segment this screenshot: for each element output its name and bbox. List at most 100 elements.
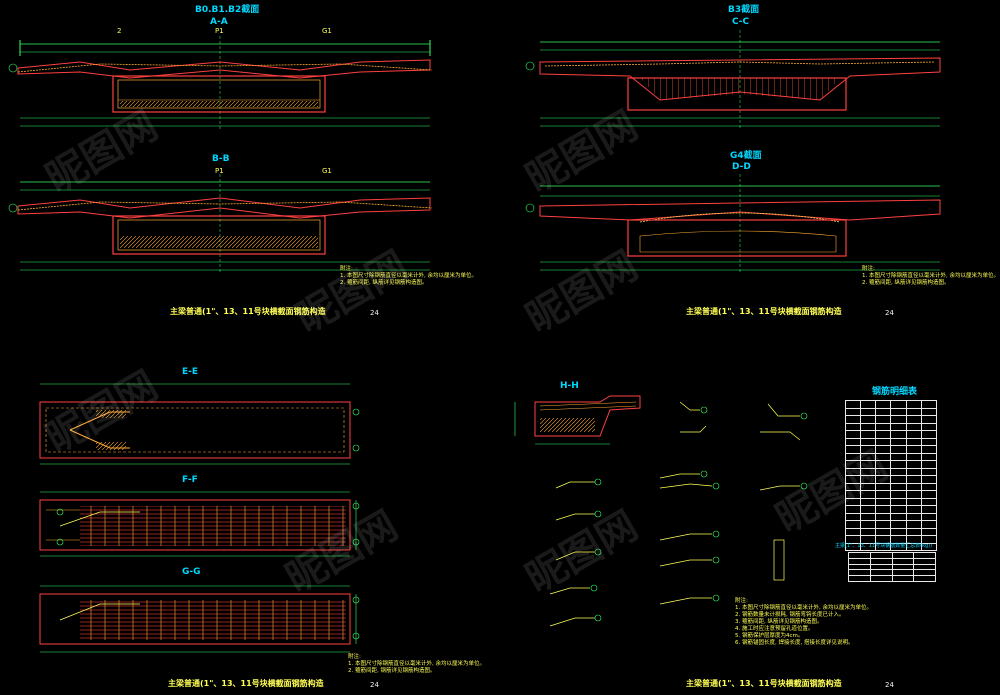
table-cell <box>844 437 862 446</box>
note-line: 2. 钢筋数量未计损耗, 钢筋弯钩长度已计入。 <box>735 612 845 618</box>
table-cell <box>860 505 877 514</box>
table-cell <box>860 475 877 484</box>
notes-bottom-left: 附注: 1. 本图尺寸除钢筋直径以毫米计外, 余均以厘米为单位。 2. 箍筋间距… <box>348 654 485 675</box>
section-a-a <box>17 36 433 130</box>
table-cell <box>891 552 915 559</box>
table-row <box>848 575 936 582</box>
table-cell <box>860 467 877 476</box>
note-line: 1. 本图尺寸除钢筋直径以毫米计外, 余均以厘米为单位。 <box>862 273 999 279</box>
section-h-h <box>514 395 641 445</box>
table-cell <box>848 552 871 559</box>
table-cell <box>920 497 938 506</box>
section-e-e <box>39 383 351 465</box>
section-a-subtitle: A-A <box>210 17 228 27</box>
notes-title: 附注: <box>735 598 748 604</box>
page-number: 24 <box>370 681 379 689</box>
table-cell <box>869 575 893 582</box>
table-cell <box>890 422 907 431</box>
table-cell <box>891 557 915 565</box>
table-cell <box>844 460 862 469</box>
rebar-summary-table <box>848 552 936 582</box>
table-cell <box>844 415 862 424</box>
table-cell <box>905 520 922 529</box>
table-cell <box>920 422 938 431</box>
table-cell <box>905 535 922 544</box>
table-cell <box>844 475 862 484</box>
sheet-footer-title: 主梁普通(1"、13、11号块横截面钢筋构造 <box>168 679 324 688</box>
table-row <box>844 505 938 514</box>
table-cell <box>905 467 922 476</box>
section-c-subtitle: C-C <box>732 17 750 27</box>
rebar-table-title: 钢筋明细表 <box>872 387 918 397</box>
rebar-shape-details <box>549 401 801 627</box>
axis-markers <box>8 61 535 640</box>
table-row <box>844 542 938 551</box>
table-row <box>844 437 938 446</box>
table-cell <box>890 497 907 506</box>
table-row <box>844 482 938 491</box>
table-cell <box>875 437 892 446</box>
note-line: 2. 箍筋间距, 纵筋详见钢筋构造图。 <box>862 280 950 286</box>
page-number: 24 <box>885 681 894 689</box>
axis-label-p1: P1 <box>215 27 224 35</box>
table-cell <box>905 415 922 424</box>
table-row <box>844 407 938 416</box>
table-cell <box>890 460 907 469</box>
table-cell <box>844 505 862 514</box>
table-cell <box>844 482 862 491</box>
table-cell <box>890 505 907 514</box>
table-cell <box>920 482 938 491</box>
table-cell <box>890 430 907 439</box>
table-cell <box>875 520 892 529</box>
table-cell <box>875 497 892 506</box>
table-cell <box>890 512 907 521</box>
table-cell <box>920 505 938 514</box>
table-cell <box>860 407 877 416</box>
table-row <box>844 430 938 439</box>
table-cell <box>905 407 922 416</box>
table-cell <box>920 467 938 476</box>
sheet-footer-title: 主梁普通(1"、13、11号块横截面钢筋构造 <box>686 307 842 316</box>
table-cell <box>875 505 892 514</box>
table-cell <box>891 563 915 571</box>
table-cell <box>913 575 936 582</box>
table-cell <box>848 575 871 582</box>
table-cell <box>905 445 922 454</box>
summary-table-title: 主梁(1"、13、11号块钢筋数量汇总表(kg)) <box>835 543 933 549</box>
table-cell <box>875 415 892 424</box>
table-cell <box>920 445 938 454</box>
table-cell <box>905 527 922 536</box>
table-cell <box>844 527 862 536</box>
table-row <box>844 475 938 484</box>
table-cell <box>860 527 877 536</box>
table-cell <box>890 475 907 484</box>
table-row <box>844 490 938 499</box>
notes-bottom-right: 附注: 1. 本图尺寸除钢筋直径以毫米计外, 余均以厘米为单位。 2. 钢筋数量… <box>735 598 872 647</box>
table-cell <box>860 512 877 521</box>
table-cell <box>875 460 892 469</box>
notes-top-right: 附注: 1. 本图尺寸除钢筋直径以毫米计外, 余均以厘米为单位。 2. 箍筋间距… <box>862 266 999 287</box>
section-b-b <box>17 174 433 272</box>
table-cell <box>890 535 907 544</box>
notes-title: 附注: <box>348 654 361 660</box>
rebar-schedule-table <box>844 400 938 551</box>
note-line: 1. 本图尺寸除钢筋直径以毫米计外, 余均以厘米为单位。 <box>348 661 485 667</box>
table-cell <box>920 490 938 499</box>
table-cell <box>875 512 892 521</box>
table-cell <box>860 422 877 431</box>
table-cell <box>920 400 938 409</box>
table-cell <box>875 407 892 416</box>
note-line: 4. 施工时应注意预留孔道位置。 <box>735 626 814 632</box>
notes-top-left: 附注: 1. 本图尺寸除钢筋直径以毫米计外, 余均以厘米为单位。 2. 箍筋间距… <box>340 266 477 287</box>
table-cell <box>848 563 871 571</box>
section-b-subtitle: B-B <box>212 154 230 164</box>
note-line: 2. 箍筋间距, 纵筋详见钢筋构造图。 <box>340 280 428 286</box>
table-cell <box>875 400 892 409</box>
table-cell <box>890 415 907 424</box>
table-cell <box>875 527 892 536</box>
table-cell <box>905 482 922 491</box>
table-cell <box>860 445 877 454</box>
table-cell <box>905 512 922 521</box>
table-cell <box>920 512 938 521</box>
note-line: 3. 箍筋间距, 纵筋详见钢筋构造图。 <box>735 619 823 625</box>
